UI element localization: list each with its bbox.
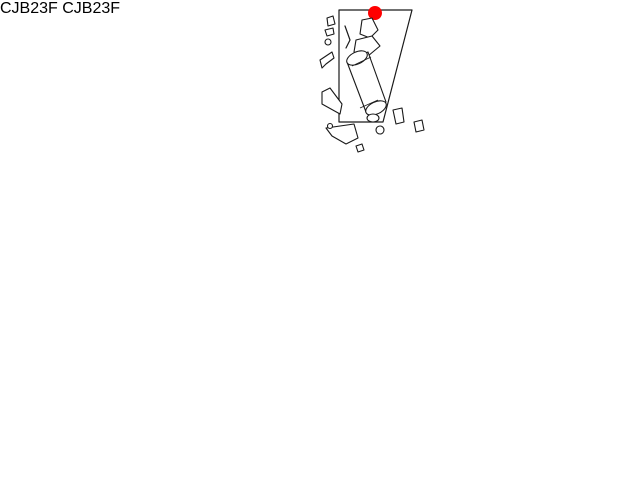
part-code-right: CJB23F <box>62 0 121 17</box>
highlight-marker[interactable] <box>368 6 382 20</box>
outlet-gaskets[interactable] <box>366 107 425 135</box>
upper-clamp-parts[interactable] <box>319 15 351 69</box>
catalytic-converter[interactable] <box>344 17 388 118</box>
part-code-left: CJB23F <box>0 0 58 17</box>
catalytic-converter-callout-box <box>338 9 413 123</box>
heat-shield-bracket[interactable] <box>321 87 365 153</box>
